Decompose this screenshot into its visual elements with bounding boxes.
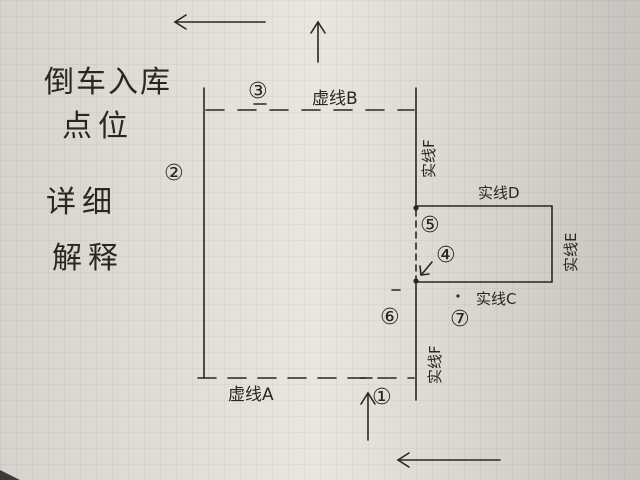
label-solid-c: 实线C (476, 290, 516, 308)
pointer-arrow-4 (419, 261, 433, 276)
label-dashed-b: 虚线B (312, 89, 358, 109)
label-solid-f-top: 实线F (420, 139, 438, 178)
subtitle-line2: 解释 (52, 241, 124, 276)
arrow-up-top (310, 20, 326, 63)
title-line2: 点位 (62, 109, 134, 144)
label-solid-e: 实线E (562, 233, 580, 272)
marker-6: ⑥ (380, 305, 400, 330)
arrow-left-top (173, 14, 266, 30)
label-solid-d: 实线D (478, 184, 520, 202)
point-5-dot (413, 205, 419, 211)
marker-5: ⑤ (420, 213, 440, 238)
label-solid-f-bottom: 实线F (426, 345, 444, 384)
point-4-dot (413, 278, 419, 284)
marker-7: ⑦ (450, 307, 470, 332)
marker-1: ① (372, 385, 392, 410)
marker-3: ③ (248, 79, 268, 104)
label-dashed-a: 虚线A (228, 385, 274, 405)
subtitle-line1: 详细 (46, 185, 118, 220)
marker-4: ④ (436, 243, 456, 268)
title-line1: 倒车入库 (44, 65, 172, 100)
point-7-dot (456, 294, 460, 298)
arrow-up-bottom (360, 391, 376, 441)
marker-2: ② (164, 161, 184, 186)
arrow-left-bottom (396, 452, 501, 468)
